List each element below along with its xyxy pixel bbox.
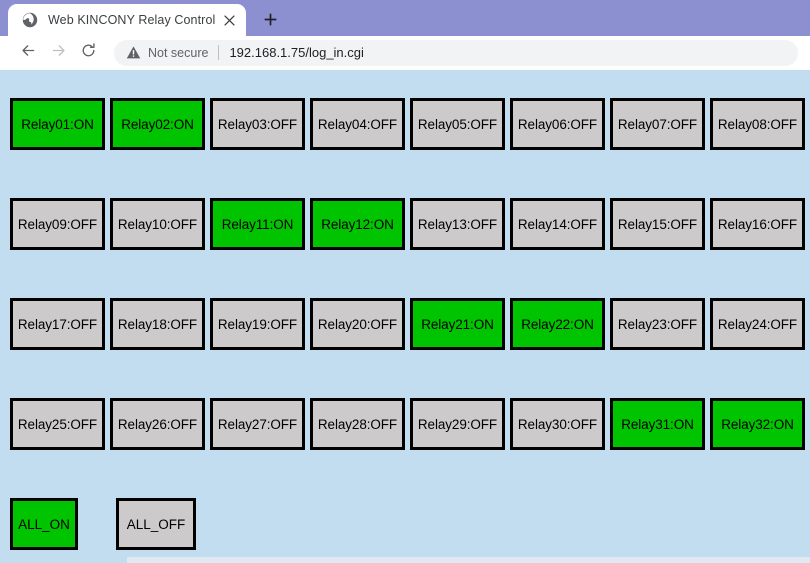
tab-strip: Web KINCONY Relay Control [0, 0, 810, 36]
arrow-right-icon [50, 42, 67, 64]
relay-button-relay13[interactable]: Relay13:OFF [410, 198, 505, 250]
relay-button-relay19[interactable]: Relay19:OFF [210, 298, 305, 350]
relay-button-relay06[interactable]: Relay06:OFF [510, 98, 605, 150]
browser-tab[interactable]: Web KINCONY Relay Control [8, 4, 246, 36]
warning-triangle-icon[interactable] [126, 45, 141, 60]
relay-button-relay17[interactable]: Relay17:OFF [10, 298, 105, 350]
all-on-button[interactable]: ALL_ON [10, 498, 78, 550]
relay-button-relay24[interactable]: Relay24:OFF [710, 298, 805, 350]
relay-button-relay26[interactable]: Relay26:OFF [110, 398, 205, 450]
back-button[interactable] [14, 39, 42, 67]
url-text: 192.168.1.75/log_in.cgi [229, 45, 364, 60]
relay-button-relay25[interactable]: Relay25:OFF [10, 398, 105, 450]
relay-button-relay08[interactable]: Relay08:OFF [710, 98, 805, 150]
security-status-text: Not secure [148, 45, 209, 60]
relay-button-relay01[interactable]: Relay01:ON [10, 98, 105, 150]
reload-icon [80, 42, 97, 64]
relay-button-relay09[interactable]: Relay09:OFF [10, 198, 105, 250]
relay-button-relay32[interactable]: Relay32:ON [710, 398, 805, 450]
arrow-left-icon [20, 42, 37, 64]
relay-button-relay12[interactable]: Relay12:ON [310, 198, 405, 250]
relay-button-relay29[interactable]: Relay29:OFF [410, 398, 505, 450]
viewport-bottom-scrollbar-track [127, 557, 810, 563]
address-bar[interactable]: Not secure 192.168.1.75/log_in.cgi [114, 39, 798, 66]
browser-toolbar: Not secure 192.168.1.75/log_in.cgi [0, 36, 810, 70]
viewport-bottom-left-strip [0, 557, 127, 563]
relay-button-relay18[interactable]: Relay18:OFF [110, 298, 205, 350]
new-tab-button[interactable] [256, 5, 284, 33]
relay-button-relay28[interactable]: Relay28:OFF [310, 398, 405, 450]
relay-button-relay05[interactable]: Relay05:OFF [410, 98, 505, 150]
all-off-button[interactable]: ALL_OFF [116, 498, 196, 550]
relay-button-relay30[interactable]: Relay30:OFF [510, 398, 605, 450]
reload-button[interactable] [74, 39, 102, 67]
relay-button-relay03[interactable]: Relay03:OFF [210, 98, 305, 150]
omnibox-divider [218, 45, 220, 60]
relay-button-relay16[interactable]: Relay16:OFF [710, 198, 805, 250]
relay-button-relay10[interactable]: Relay10:OFF [110, 198, 205, 250]
tab-title: Web KINCONY Relay Control [48, 13, 216, 27]
relay-button-relay23[interactable]: Relay23:OFF [610, 298, 705, 350]
relay-button-relay04[interactable]: Relay04:OFF [310, 98, 405, 150]
relay-button-relay21[interactable]: Relay21:ON [410, 298, 505, 350]
relay-button-relay20[interactable]: Relay20:OFF [310, 298, 405, 350]
relay-button-relay31[interactable]: Relay31:ON [610, 398, 705, 450]
relay-button-relay02[interactable]: Relay02:ON [110, 98, 205, 150]
relay-button-relay14[interactable]: Relay14:OFF [510, 198, 605, 250]
globe-icon [22, 12, 38, 28]
relay-button-relay11[interactable]: Relay11:ON [210, 198, 305, 250]
relay-button-relay15[interactable]: Relay15:OFF [610, 198, 705, 250]
close-icon[interactable] [218, 9, 240, 31]
relay-button-relay22[interactable]: Relay22:ON [510, 298, 605, 350]
relay-button-relay07[interactable]: Relay07:OFF [610, 98, 705, 150]
forward-button[interactable] [44, 39, 72, 67]
relay-button-relay27[interactable]: Relay27:OFF [210, 398, 305, 450]
